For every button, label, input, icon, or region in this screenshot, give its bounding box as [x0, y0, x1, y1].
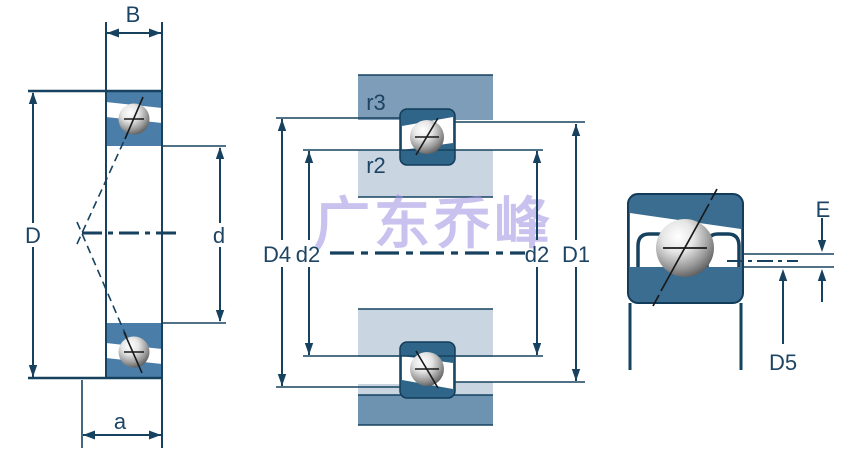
- channel-white-left: [356, 357, 400, 384]
- arrowhead: [571, 369, 581, 381]
- arrowhead: [532, 343, 542, 355]
- arrowhead: [571, 124, 581, 136]
- dim-label-d: d: [213, 223, 225, 248]
- dim-label-E: E: [816, 197, 831, 222]
- ball-contact-mark: [415, 350, 439, 389]
- arrowhead: [107, 28, 119, 38]
- dim-label-D1: D1: [562, 242, 590, 267]
- arrowhead: [277, 119, 287, 131]
- dim-label-r2: r2: [366, 153, 386, 178]
- contact-mark-dash-upper: [710, 188, 718, 201]
- arrowhead: [149, 430, 161, 440]
- arrowhead: [28, 92, 38, 104]
- detail-view: E D5: [627, 188, 834, 375]
- arrowhead: [778, 269, 788, 281]
- arrowhead: [304, 151, 314, 163]
- arrowhead: [149, 28, 161, 38]
- front-view: B D d a: [25, 2, 226, 448]
- arrowhead: [532, 151, 542, 163]
- ball-top-contact-mark: [124, 96, 144, 140]
- watermark-text: 广东乔峰: [314, 192, 554, 257]
- dim-label-a: a: [114, 409, 127, 434]
- dim-label-D4: D4: [263, 242, 291, 267]
- ball-bottom-contact-mark: [123, 331, 143, 374]
- dim-label-B: B: [126, 2, 141, 27]
- arrowhead: [28, 365, 38, 377]
- dim-label-d2-left: d2: [296, 242, 320, 267]
- arrowhead: [817, 240, 827, 252]
- arrowhead: [277, 374, 287, 386]
- arrowhead: [304, 343, 314, 355]
- arrowhead: [817, 269, 827, 281]
- dim-label-d2-right: d2: [525, 242, 549, 267]
- dim-label-D5: D5: [769, 350, 797, 375]
- dim-label-r3: r3: [366, 90, 386, 115]
- contact-mark-dash-lower: [652, 294, 660, 307]
- ball-contact-mark: [415, 117, 439, 156]
- ball-contact-mark: [660, 203, 710, 292]
- mounting-view-dimensions: D4 d2 d2 D1: [263, 119, 590, 386]
- housing-block-bottom: [358, 395, 493, 425]
- arrowhead: [83, 430, 95, 440]
- arrowhead: [215, 147, 225, 159]
- arrowhead: [215, 310, 225, 322]
- mounting-view: r3 r2: [276, 74, 585, 426]
- dim-label-D: D: [25, 223, 41, 248]
- channel-white-right: [455, 357, 495, 382]
